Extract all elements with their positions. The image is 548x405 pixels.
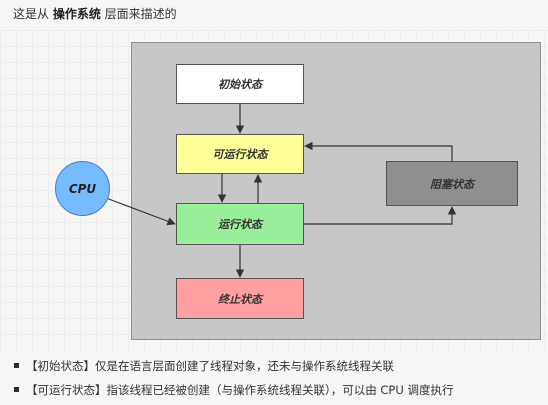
- bullet-square-icon: [14, 387, 19, 392]
- heading-prefix: 这是从: [13, 7, 53, 21]
- bullet-item: 【初始状态】仅是在语言层面创建了线程对象，还未与操作系统线程关联: [12, 354, 542, 378]
- bullet-text: 【初始状态】仅是在语言层面创建了线程对象，还未与操作系统线程关联: [26, 359, 394, 373]
- section-heading: 这是从 操作系统 层面来描述的: [13, 5, 177, 22]
- arrow-running-to-blocked: [304, 206, 457, 225]
- arrow-cpu-to-running: [105, 197, 176, 226]
- state-initial: 初始状态: [176, 64, 304, 104]
- state-running: 运行状态: [176, 203, 304, 245]
- bullet-item: 【可运行状态】指该线程已经被创建（与操作系统线程关联），可以由 CPU 调度执行: [12, 378, 542, 402]
- bullet-list: 【初始状态】仅是在语言层面创建了线程对象，还未与操作系统线程关联 【可运行状态】…: [12, 354, 542, 402]
- cpu-node: CPU: [55, 161, 110, 216]
- state-blocked: 阻塞状态: [386, 161, 518, 206]
- heading-emphasis: 操作系统: [52, 7, 101, 21]
- state-terminated: 终止状态: [176, 278, 304, 319]
- arrow-blocked-to-runnable: [304, 141, 453, 161]
- heading-suffix: 层面来描述的: [100, 7, 177, 21]
- state-runnable: 可运行状态: [176, 134, 304, 174]
- bullet-square-icon: [14, 363, 19, 368]
- bullet-text: 【可运行状态】指该线程已经被创建（与操作系统线程关联），可以由 CPU 调度执行: [26, 383, 454, 397]
